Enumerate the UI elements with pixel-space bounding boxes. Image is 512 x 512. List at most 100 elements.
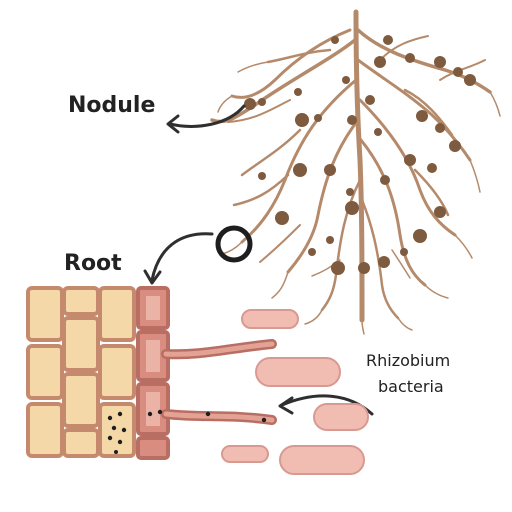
nodule-label: Nodule (68, 93, 155, 118)
nodule (258, 172, 266, 180)
nodule (374, 56, 386, 68)
nodule (244, 98, 256, 110)
nodule (404, 154, 416, 166)
nodule (380, 175, 390, 185)
nodule (331, 36, 339, 44)
nodule (308, 248, 316, 256)
rootlet (217, 95, 233, 113)
nodule (378, 256, 390, 268)
nodule (324, 164, 336, 176)
cell (98, 286, 136, 342)
rootlet (391, 249, 411, 279)
cell (62, 372, 100, 428)
nodule (365, 95, 375, 105)
rootlet (304, 309, 323, 325)
nodule (326, 236, 334, 244)
root-branch (413, 168, 450, 217)
bacteria-in-cell (107, 411, 127, 454)
epidermal-cell (136, 436, 170, 460)
cell (62, 316, 100, 372)
nodule (358, 262, 370, 274)
bacteria-arrow-head (278, 396, 294, 415)
rootlet (397, 317, 413, 331)
cell-highlight (146, 392, 160, 426)
cell (62, 286, 100, 316)
nodule (295, 113, 309, 127)
nodule (374, 128, 382, 136)
taproot (353, 9, 365, 323)
bacteria-in-thread (147, 409, 267, 423)
root-label: Root (64, 251, 122, 276)
cell (98, 344, 136, 400)
nodule (434, 206, 446, 218)
nodule (294, 88, 302, 96)
nodule (400, 248, 408, 256)
nodule (345, 201, 359, 215)
root-branch (379, 35, 429, 61)
nodule (434, 56, 446, 68)
root-branch (286, 118, 360, 274)
bacterium (221, 445, 269, 463)
root-branch (230, 28, 352, 99)
root-cells (26, 286, 170, 460)
root-system (210, 9, 501, 335)
rhizobium-bacteria (221, 309, 369, 475)
root-branch (356, 28, 492, 94)
nodule (293, 163, 307, 177)
rootlet (361, 319, 365, 335)
nodule (427, 163, 437, 173)
nodule (314, 114, 322, 122)
rootlet (454, 234, 473, 259)
nodules (244, 35, 476, 275)
rootlet (271, 271, 289, 299)
root-branch (358, 98, 457, 237)
rootlet (424, 284, 449, 299)
root-branch (360, 198, 400, 320)
bacterium (279, 445, 365, 475)
rootlet (489, 91, 501, 117)
nodule-arrow (168, 104, 246, 128)
root-branch (439, 59, 486, 81)
root-branch (320, 178, 362, 312)
root-branch (266, 48, 332, 64)
root-branch (240, 128, 302, 177)
rootlet (221, 241, 243, 255)
rootlet (237, 61, 269, 73)
cell-highlight (146, 296, 160, 320)
root-branch (227, 99, 291, 123)
nodule (275, 211, 289, 225)
cell (26, 344, 64, 400)
nodule (331, 261, 345, 275)
root-branch (210, 38, 357, 124)
rhizobium-label-line1: Rhizobium (366, 351, 450, 370)
nodule (405, 53, 415, 63)
nodule (383, 35, 393, 45)
rootlet (469, 159, 481, 193)
root-hairs (147, 339, 277, 425)
nodule (258, 98, 266, 106)
nodule (464, 74, 476, 86)
nodule (416, 110, 428, 122)
root-arrow (150, 232, 214, 282)
infection-thread (163, 411, 275, 423)
nodule (449, 140, 461, 152)
bacterium (241, 309, 299, 329)
root-branch (403, 88, 454, 137)
nodule (342, 76, 350, 84)
nodule (435, 123, 445, 133)
rhizobium-label-line2: bacteria (378, 377, 444, 396)
cell (26, 286, 64, 342)
nodule (346, 188, 354, 196)
bacterium (255, 357, 341, 387)
root-branch (232, 173, 290, 207)
root-branch (259, 224, 301, 263)
cell (26, 402, 64, 458)
root-branch (359, 138, 427, 287)
nodule (347, 115, 357, 125)
root-arrow-head (143, 269, 162, 285)
bacterium (313, 403, 369, 431)
cell-highlight (146, 340, 160, 372)
zoom-ring (215, 225, 253, 263)
cell (62, 428, 100, 458)
infected-cell (98, 402, 136, 458)
